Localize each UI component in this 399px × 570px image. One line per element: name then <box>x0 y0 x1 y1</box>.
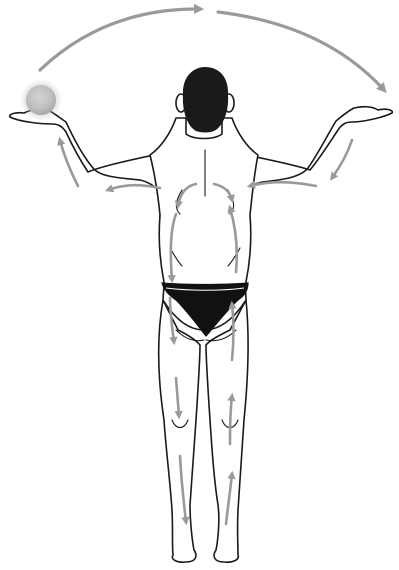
arrow-back-right-to-center <box>250 182 316 186</box>
ball <box>26 85 56 115</box>
human-figure <box>10 67 393 562</box>
left-leg <box>159 300 200 562</box>
left-arm <box>10 109 168 196</box>
arrow-back-center-to-left <box>108 185 160 190</box>
overhead-arc-arrow-right <box>218 12 384 90</box>
overhead-arc-arrow-left <box>40 9 200 70</box>
arrow-right-forearm-down <box>332 140 352 178</box>
hair <box>183 67 228 133</box>
ball-icon <box>20 79 62 121</box>
arrow-right-hip-up <box>232 304 234 360</box>
